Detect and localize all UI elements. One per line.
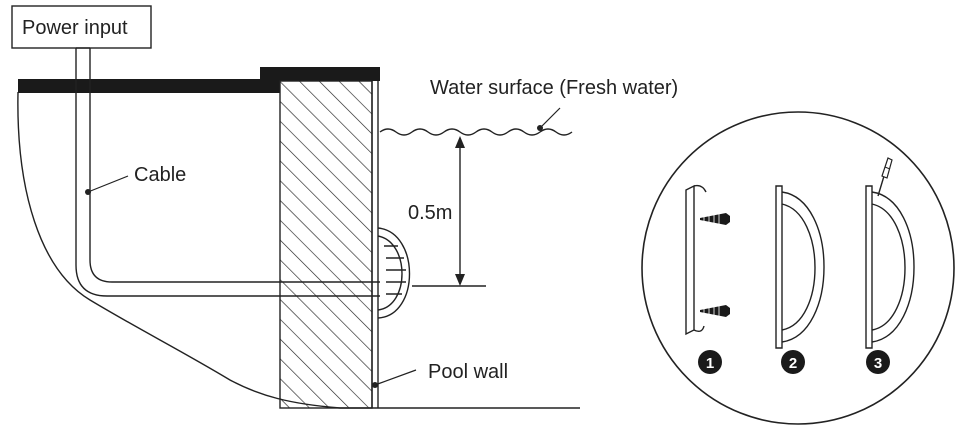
pool-deck (18, 67, 380, 93)
light-mounted-illustration (865, 185, 915, 349)
ground-outline (17, 91, 580, 409)
pool-wall-leader (374, 369, 417, 386)
step-badge-3: 3 (866, 350, 890, 374)
step-badge-1: 1 (698, 350, 722, 374)
depth-dimension (412, 136, 486, 287)
cable-conduit (75, 47, 380, 297)
water-surface-text: Water surface (Fresh water) (430, 77, 678, 99)
pool-wall-text: Pool wall (428, 361, 508, 383)
power-input-label: Power input (11, 5, 152, 49)
water-surface-leader (539, 107, 561, 129)
pool-wall-section (279, 80, 379, 409)
water-surface-line (379, 128, 573, 136)
power-input-text: Power input (22, 17, 128, 39)
step-number-2: 2 (789, 355, 797, 372)
mounting-bracket-illustration (685, 184, 707, 336)
screw-top-icon (700, 213, 730, 225)
screw-bottom-icon (700, 305, 730, 317)
screwdriver-icon (877, 157, 893, 197)
depth-text: 0.5m (408, 202, 452, 224)
pool-light (377, 227, 411, 319)
cable-leader (87, 175, 129, 193)
detail-circle (641, 111, 955, 425)
cable-text: Cable (134, 164, 186, 186)
step-badge-2: 2 (781, 350, 805, 374)
step-number-3: 3 (874, 355, 882, 372)
light-housing-illustration (775, 185, 825, 349)
step-number-1: 1 (706, 355, 714, 372)
